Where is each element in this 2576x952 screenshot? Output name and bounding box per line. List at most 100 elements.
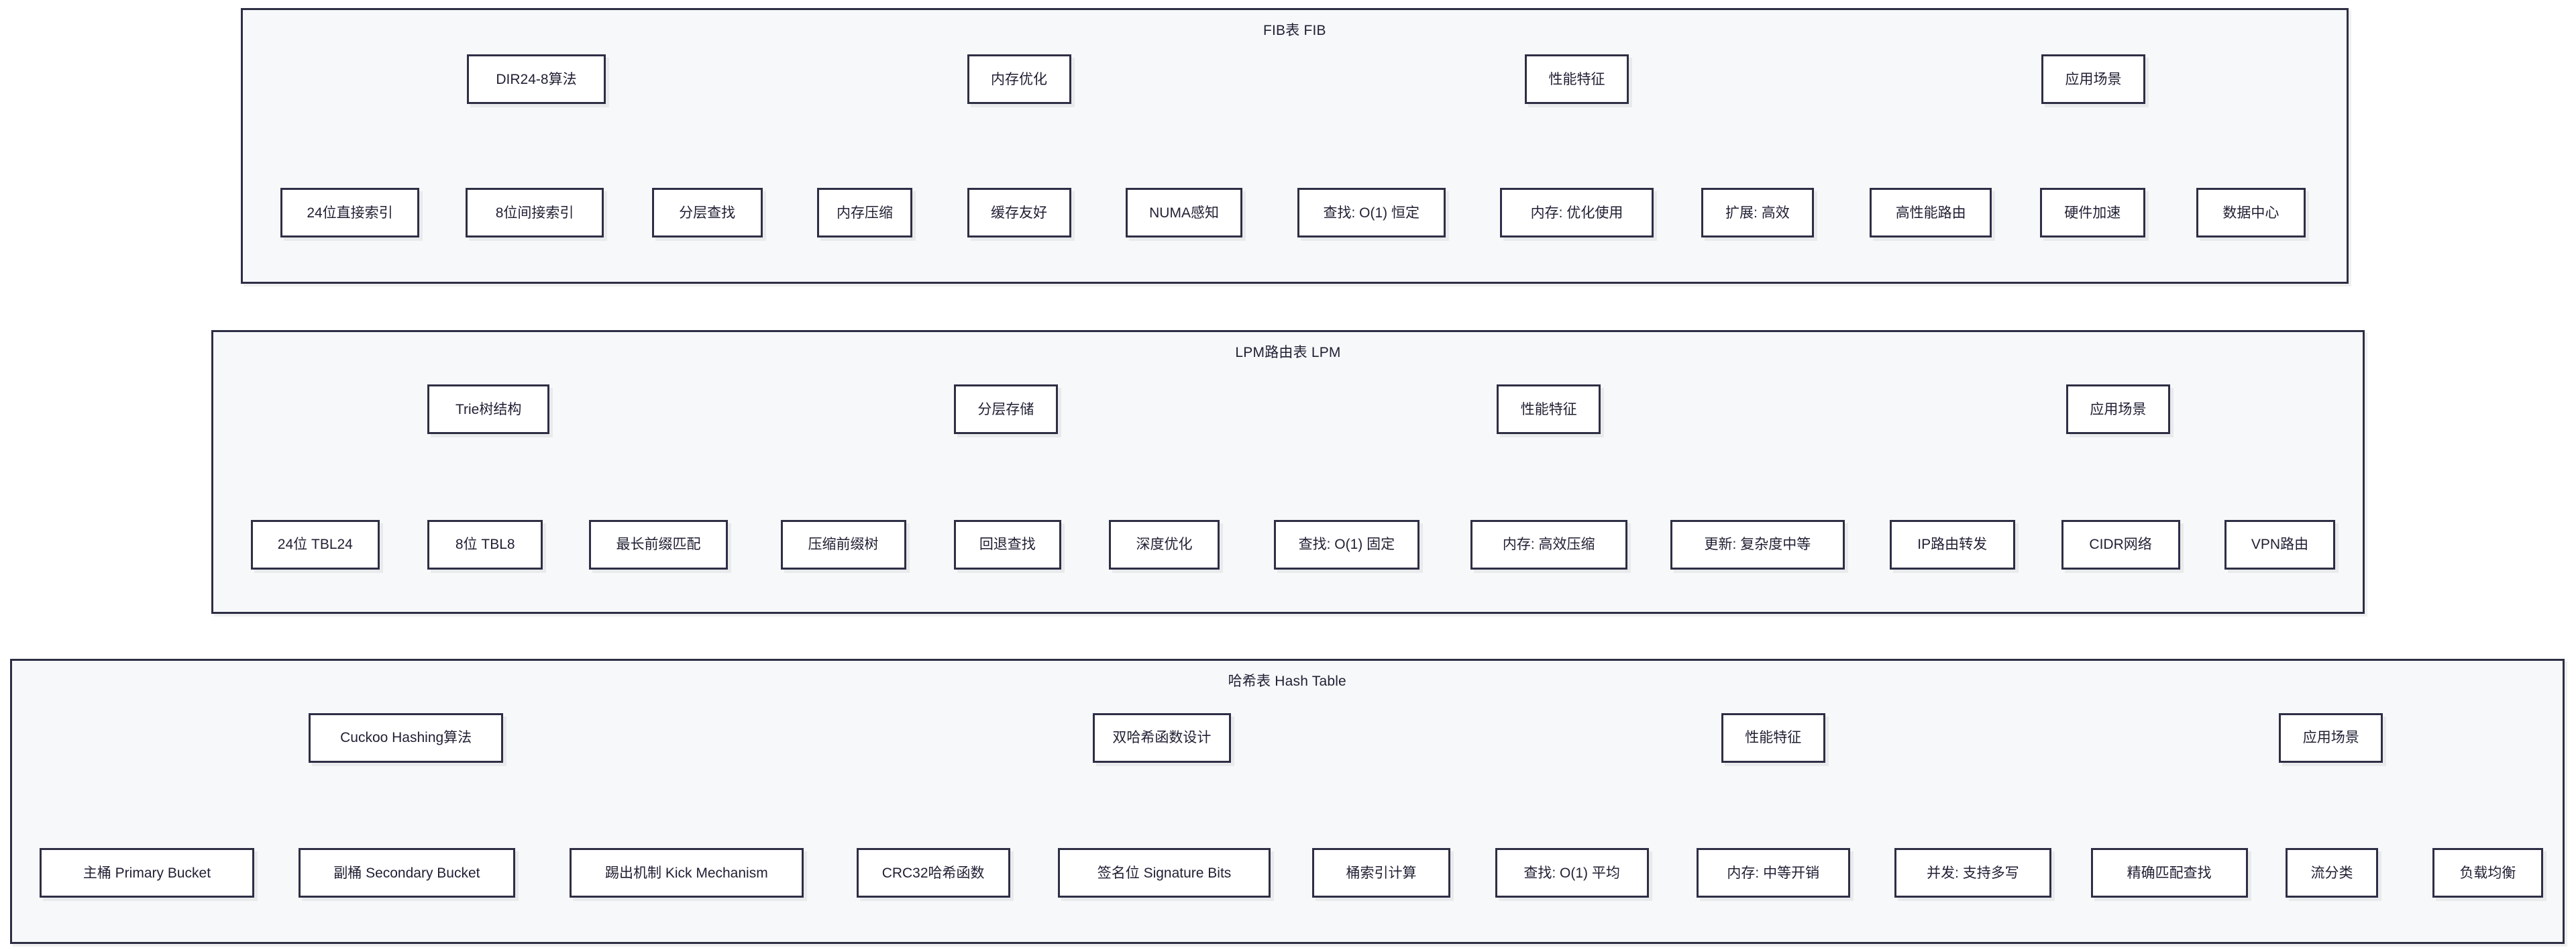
- node-hash-g1-child-2[interactable]: 踢出机制 Kick Mechanism: [569, 848, 804, 898]
- node-label: NUMA感知: [1149, 205, 1219, 221]
- node-fib-g1-root[interactable]: DIR24-8算法: [467, 54, 606, 104]
- node-label: 分层存储: [977, 401, 1034, 417]
- node-fib-g3-child-2[interactable]: 扩展: 高效: [1701, 188, 1814, 238]
- node-fib-g1-child-1[interactable]: 8位间接索引: [465, 188, 604, 238]
- node-fib-g3-child-1[interactable]: 内存: 优化使用: [1500, 188, 1654, 238]
- node-fib-g2-child-0[interactable]: 内存压缩: [816, 188, 913, 238]
- node-label: 更新: 复杂度中等: [1704, 537, 1811, 553]
- node-lpm-g3-root[interactable]: 性能特征: [1497, 384, 1601, 434]
- node-label: 双哈希函数设计: [1112, 730, 1212, 746]
- node-label: 精确匹配查找: [2127, 865, 2212, 881]
- node-fib-g1-child-0[interactable]: 24位直接索引: [280, 188, 419, 238]
- node-lpm-g2-child-2[interactable]: 深度优化: [1109, 519, 1220, 570]
- node-label: 8位间接索引: [495, 205, 574, 221]
- node-lpm-g1-child-2[interactable]: 最长前缀匹配: [589, 519, 728, 570]
- node-fib-g2-child-1[interactable]: 缓存友好: [967, 188, 1071, 238]
- node-hash-g2-root[interactable]: 双哈希函数设计: [1092, 712, 1232, 763]
- node-hash-g4-child-0[interactable]: 精确匹配查找: [2090, 848, 2248, 898]
- node-fib-g3-root[interactable]: 性能特征: [1525, 54, 1629, 104]
- node-label: CIDR网络: [2089, 537, 2152, 553]
- node-lpm-g3-child-0[interactable]: 查找: O(1) 固定: [1274, 519, 1419, 570]
- node-lpm-g3-child-2[interactable]: 更新: 复杂度中等: [1670, 519, 1845, 570]
- node-hash-g3-root[interactable]: 性能特征: [1721, 712, 1825, 763]
- node-label: 24位 TBL24: [277, 537, 353, 553]
- node-label: 深度优化: [1136, 537, 1193, 553]
- node-label: 应用场景: [2090, 401, 2147, 417]
- subgraph-title-lpm: LPM路由表 LPM: [1235, 345, 1341, 360]
- node-hash-g3-child-1[interactable]: 内存: 中等开销: [1696, 848, 1850, 898]
- node-label: 查找: O(1) 恒定: [1323, 205, 1419, 221]
- node-label: 扩展: 高效: [1725, 205, 1790, 221]
- node-lpm-g1-root[interactable]: Trie树结构: [427, 384, 550, 434]
- node-label: 查找: O(1) 平均: [1523, 865, 1620, 881]
- node-fib-g2-root[interactable]: 内存优化: [967, 54, 1071, 104]
- node-label: 桶索引计算: [1346, 865, 1417, 881]
- node-hash-g2-child-2[interactable]: 桶索引计算: [1311, 848, 1451, 898]
- node-lpm-g1-child-0[interactable]: 24位 TBL24: [250, 519, 380, 570]
- node-hash-g3-child-2[interactable]: 并发: 支持多写: [1894, 848, 2051, 898]
- node-lpm-g4-root[interactable]: 应用场景: [2065, 384, 2170, 434]
- node-label: Cuckoo Hashing算法: [340, 730, 472, 746]
- node-label: DIR24-8算法: [496, 71, 577, 87]
- node-label: Trie树结构: [455, 401, 522, 417]
- node-lpm-g2-child-1[interactable]: 回退查找: [953, 519, 1061, 570]
- node-label: 分层查找: [679, 205, 736, 221]
- node-lpm-g4-child-1[interactable]: CIDR网络: [2061, 519, 2180, 570]
- node-label: 高性能路由: [1895, 205, 1966, 221]
- node-label: 内存: 中等开销: [1727, 865, 1820, 881]
- node-lpm-g4-child-0[interactable]: IP路由转发: [1889, 519, 2015, 570]
- node-label: 性能特征: [1745, 730, 1802, 746]
- node-fib-g1-child-2[interactable]: 分层查找: [651, 188, 763, 238]
- node-fib-g4-child-1[interactable]: 硬件加速: [2039, 188, 2145, 238]
- node-lpm-g2-root[interactable]: 分层存储: [953, 384, 1058, 434]
- node-label: 数据中心: [2222, 205, 2279, 221]
- node-hash-g3-child-0[interactable]: 查找: O(1) 平均: [1495, 848, 1649, 898]
- subgraph-fib: FIB表 FIB: [241, 8, 2349, 284]
- node-label: 缓存友好: [991, 205, 1048, 221]
- node-label: 硬件加速: [2064, 205, 2121, 221]
- node-hash-g1-child-1[interactable]: 副桶 Secondary Bucket: [299, 848, 515, 898]
- node-fib-g3-child-0[interactable]: 查找: O(1) 恒定: [1297, 188, 1446, 238]
- node-label: 回退查找: [979, 537, 1036, 553]
- node-label: 并发: 支持多写: [1927, 865, 2019, 881]
- node-fib-g2-child-2[interactable]: NUMA感知: [1125, 188, 1243, 238]
- node-hash-g4-root[interactable]: 应用场景: [2279, 712, 2383, 763]
- node-hash-g4-child-2[interactable]: 负载均衡: [2432, 848, 2543, 898]
- node-label: 负载均衡: [2459, 865, 2516, 881]
- node-lpm-g1-child-1[interactable]: 8位 TBL8: [427, 519, 543, 570]
- node-lpm-g4-child-2[interactable]: VPN路由: [2224, 519, 2335, 570]
- node-label: IP路由转发: [1917, 537, 1988, 553]
- node-label: 性能特征: [1520, 401, 1577, 417]
- node-label: 内存优化: [991, 71, 1048, 87]
- node-label: 踢出机制 Kick Mechanism: [604, 865, 768, 881]
- node-label: 最长前缀匹配: [616, 537, 701, 553]
- node-fib-g4-child-0[interactable]: 高性能路由: [1870, 188, 1992, 238]
- subgraph-title-fib: FIB表 FIB: [1263, 23, 1326, 39]
- node-lpm-g2-child-0[interactable]: 压缩前缀树: [780, 519, 906, 570]
- node-fib-g4-root[interactable]: 应用场景: [2041, 54, 2145, 104]
- node-label: 流分类: [2310, 865, 2353, 881]
- node-hash-g2-child-0[interactable]: CRC32哈希函数: [856, 848, 1010, 898]
- subgraph-lpm: LPM路由表 LPM: [211, 330, 2365, 615]
- node-lpm-g3-child-1[interactable]: 内存: 高效压缩: [1470, 519, 1627, 570]
- node-label: 8位 TBL8: [455, 537, 515, 553]
- node-label: 主桶 Primary Bucket: [83, 865, 211, 881]
- node-label: 24位直接索引: [307, 205, 393, 221]
- node-label: 内存: 优化使用: [1530, 205, 1623, 221]
- node-label: 内存压缩: [837, 205, 894, 221]
- node-label: 内存: 高效压缩: [1502, 537, 1595, 553]
- node-hash-g4-child-1[interactable]: 流分类: [2286, 848, 2378, 898]
- node-label: 查找: O(1) 固定: [1298, 537, 1395, 553]
- node-fib-g4-child-2[interactable]: 数据中心: [2196, 188, 2306, 238]
- node-label: 压缩前缀树: [808, 537, 879, 553]
- node-hash-g2-child-1[interactable]: 签名位 Signature Bits: [1057, 848, 1271, 898]
- subgraph-title-hash: 哈希表 Hash Table: [1228, 673, 1346, 689]
- node-hash-g1-root[interactable]: Cuckoo Hashing算法: [309, 712, 504, 763]
- node-label: CRC32哈希函数: [881, 865, 985, 881]
- subgraph-hash: 哈希表 Hash Table: [9, 658, 2565, 945]
- node-label: 签名位 Signature Bits: [1097, 865, 1232, 881]
- node-hash-g1-child-0[interactable]: 主桶 Primary Bucket: [40, 848, 254, 898]
- node-label: 应用场景: [2065, 71, 2122, 87]
- node-label: 应用场景: [2302, 730, 2359, 746]
- node-label: 副桶 Secondary Bucket: [333, 865, 480, 881]
